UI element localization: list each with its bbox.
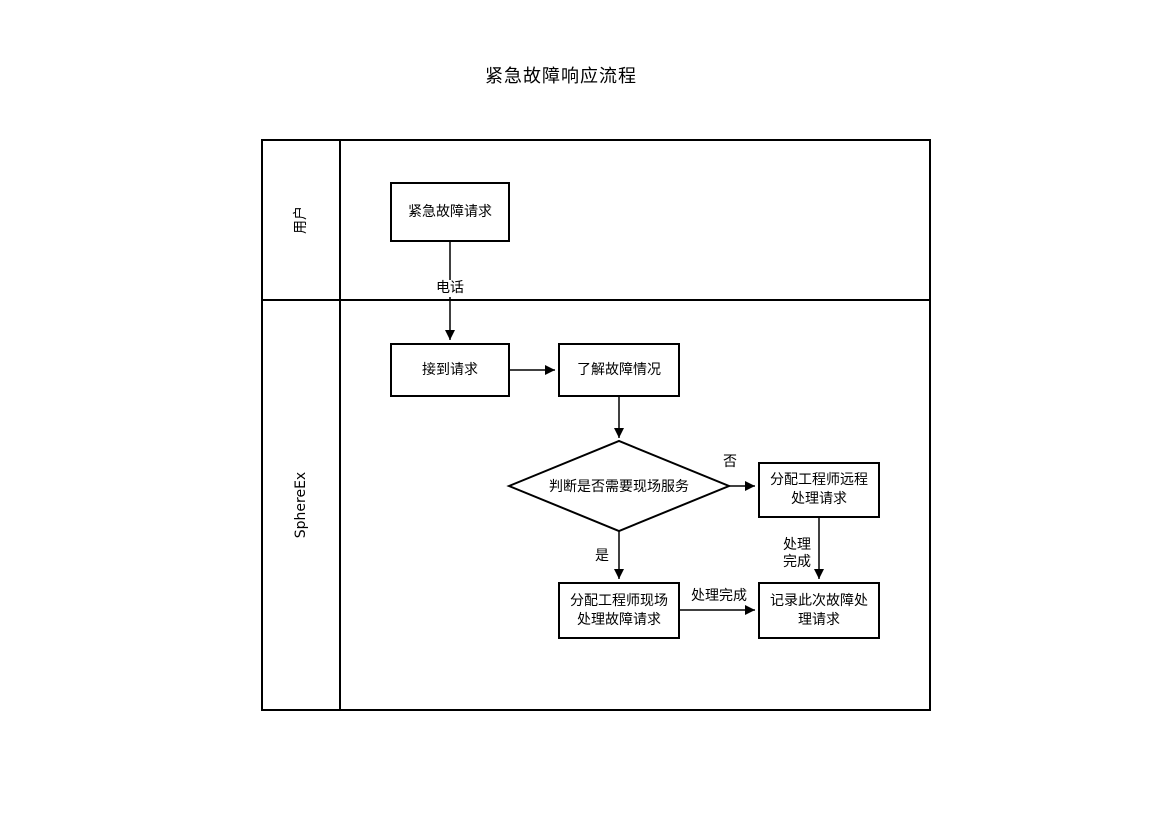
- node-record-request: 记录此次故障处理请求: [758, 582, 880, 639]
- lane-label-sphereex: SphereEx: [293, 471, 309, 539]
- diagram-title: 紧急故障响应流程: [485, 66, 637, 87]
- lane-label-user: 用户: [293, 206, 309, 234]
- decision-diamond-shape: [506, 439, 732, 533]
- node-emergency-request: 紧急故障请求: [390, 182, 510, 242]
- edge-label-onsite-done: 处理完成: [683, 588, 755, 605]
- swimlane-frame: [261, 139, 931, 711]
- edge-label-no: 否: [720, 454, 740, 471]
- node-assign-remote: 分配工程师远程处理请求: [758, 462, 880, 518]
- edge-label-remote-done: 处理完成: [781, 537, 813, 571]
- node-decision-onsite-label: 判断是否需要现场服务: [549, 479, 689, 495]
- edge-label-phone: 电话: [430, 280, 470, 297]
- edge-label-yes: 是: [592, 548, 612, 565]
- node-assign-onsite: 分配工程师现场处理故障请求: [558, 582, 680, 639]
- node-understand-fault: 了解故障情况: [558, 343, 680, 397]
- node-receive-request: 接到请求: [390, 343, 510, 397]
